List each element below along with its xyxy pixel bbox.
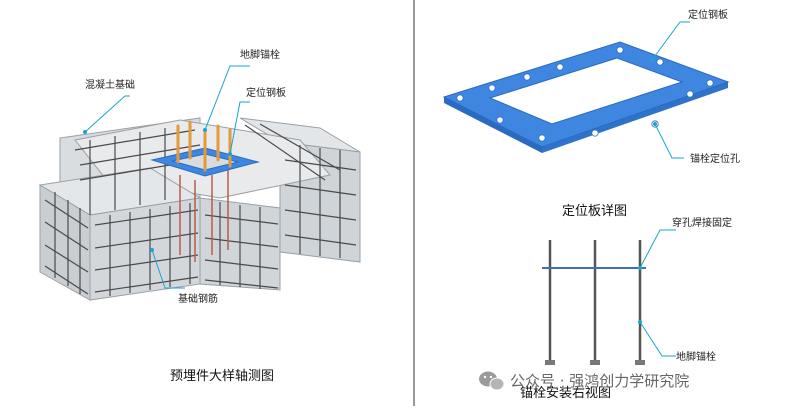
leader-anchor-bolt-side [639, 321, 676, 357]
caption-plate-detail: 定位板详图 [562, 204, 627, 219]
leader-weld [639, 229, 676, 269]
leader-dot-anchor-bolt-side [638, 320, 642, 324]
bolt-holes [456, 46, 714, 142]
label-positioning-plate: 定位钢板 [246, 86, 286, 99]
label-weld: 穿孔焊接固定 [672, 216, 732, 229]
label-plate-detail: 定位钢板 [688, 8, 728, 21]
leader-dot-bolt-hole [653, 122, 657, 126]
watermark: 公众号 · 强鸿创力学研究院 [479, 371, 689, 391]
label-anchor-bolt-side: 地脚锚栓 [676, 350, 716, 363]
label-anchor-bolt: 地脚锚栓 [240, 48, 280, 61]
leader-dot-foundation-rebar [150, 248, 154, 252]
label-foundation-rebar: 基础钢筋 [178, 292, 218, 305]
plate-edge [444, 97, 542, 153]
leader-dot-weld [638, 266, 642, 270]
anchor-bolt-shafts [179, 170, 229, 262]
label-concrete-foundation: 混凝土基础 [85, 78, 135, 91]
rebar-grid [44, 123, 357, 296]
leader-bolt-hole [654, 123, 684, 159]
plate-detail: 定位钢板 锚栓定位孔 定位板详图 [442, 8, 740, 219]
caption-bolt-side-view: 锚栓安装右视图 [520, 386, 611, 401]
leader-concrete [84, 95, 130, 133]
watermark-text: 公众号 · 强鸿创力学研究院 [510, 372, 689, 390]
leader-dot-positioning-plate [228, 152, 232, 156]
anchor-bolts-top [176, 120, 232, 172]
bolt-feet [545, 360, 645, 365]
leader-anchor-bolt [204, 65, 250, 131]
bolt-side-view: 穿孔焊接固定 地脚锚栓 锚栓安装右视图 [520, 216, 732, 401]
leader-dot-anchor-bolt [203, 128, 207, 132]
leader-plate-detail [651, 21, 690, 61]
label-bolt-hole: 锚栓定位孔 [690, 152, 740, 165]
leader-dot-plate-detail [650, 58, 654, 62]
foundation-axonometric: 混凝土基础 地脚锚栓 定位钢板 基础钢筋 预埋件大样轴测图 [38, 48, 361, 384]
bolt-rods [548, 240, 642, 362]
leader-dot-concrete [83, 130, 87, 134]
leader-foundation-rebar [151, 249, 185, 289]
leader-positioning-plate [229, 101, 250, 155]
plate-edge-right [542, 82, 728, 153]
wechat-icon [479, 371, 505, 391]
plate-opening [488, 57, 684, 125]
caption-axonometric: 预埋件大样轴测图 [170, 369, 274, 384]
